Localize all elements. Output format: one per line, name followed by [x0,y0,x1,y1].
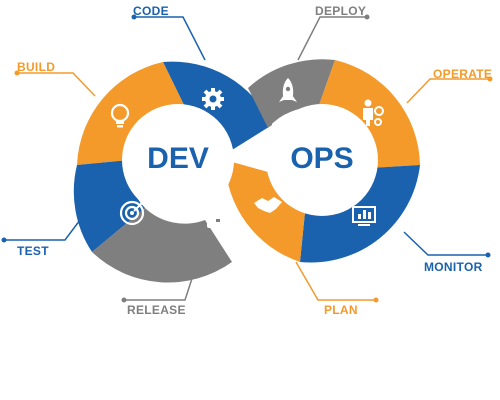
handshake-icon [254,197,282,213]
ops-hub-circle [266,104,378,216]
build-leader-dot [14,70,20,76]
stage-label-plan: PLAN [324,303,358,317]
operate-leader-dot [487,76,493,82]
monitor-leader-dot [485,252,491,258]
deploy-leader-dot [364,14,370,20]
plan-leader [295,261,376,301]
plan-leader-dot [373,297,379,303]
gear-icon [202,88,224,110]
build-leader [17,72,96,97]
stage-label-test: TEST [17,244,49,258]
release-leader-dot [121,297,127,303]
stage-label-deploy: DEPLOY [315,4,367,18]
target-icon [119,199,146,226]
stage-label-code: CODE [133,4,169,18]
test-leader-dot [1,237,7,243]
rocket-icon [279,78,297,102]
code-leader [134,16,206,61]
test-leader [4,211,87,241]
stage-label-build: BUILD [17,60,56,74]
lightbulb-icon [110,103,130,128]
monitor-chart-icon [352,206,376,226]
code-leader-dot [131,14,137,20]
dev-hub-label: DEV [147,142,209,175]
ops-hub-label: OPS [290,142,354,175]
deploy-leader [297,16,367,61]
segment-monitor [300,165,420,263]
dev-hub-circle [122,104,234,216]
person-gears-icon [363,99,384,126]
segment-build [77,62,185,165]
release-leader [124,259,199,301]
stage-label-release: RELEASE [127,303,186,317]
briefcase-icon [207,208,229,228]
stage-label-monitor: MONITOR [424,260,483,274]
operate-leader [406,78,490,104]
stage-label-operate: OPERATE [433,67,493,81]
monitor-leader [403,231,488,256]
